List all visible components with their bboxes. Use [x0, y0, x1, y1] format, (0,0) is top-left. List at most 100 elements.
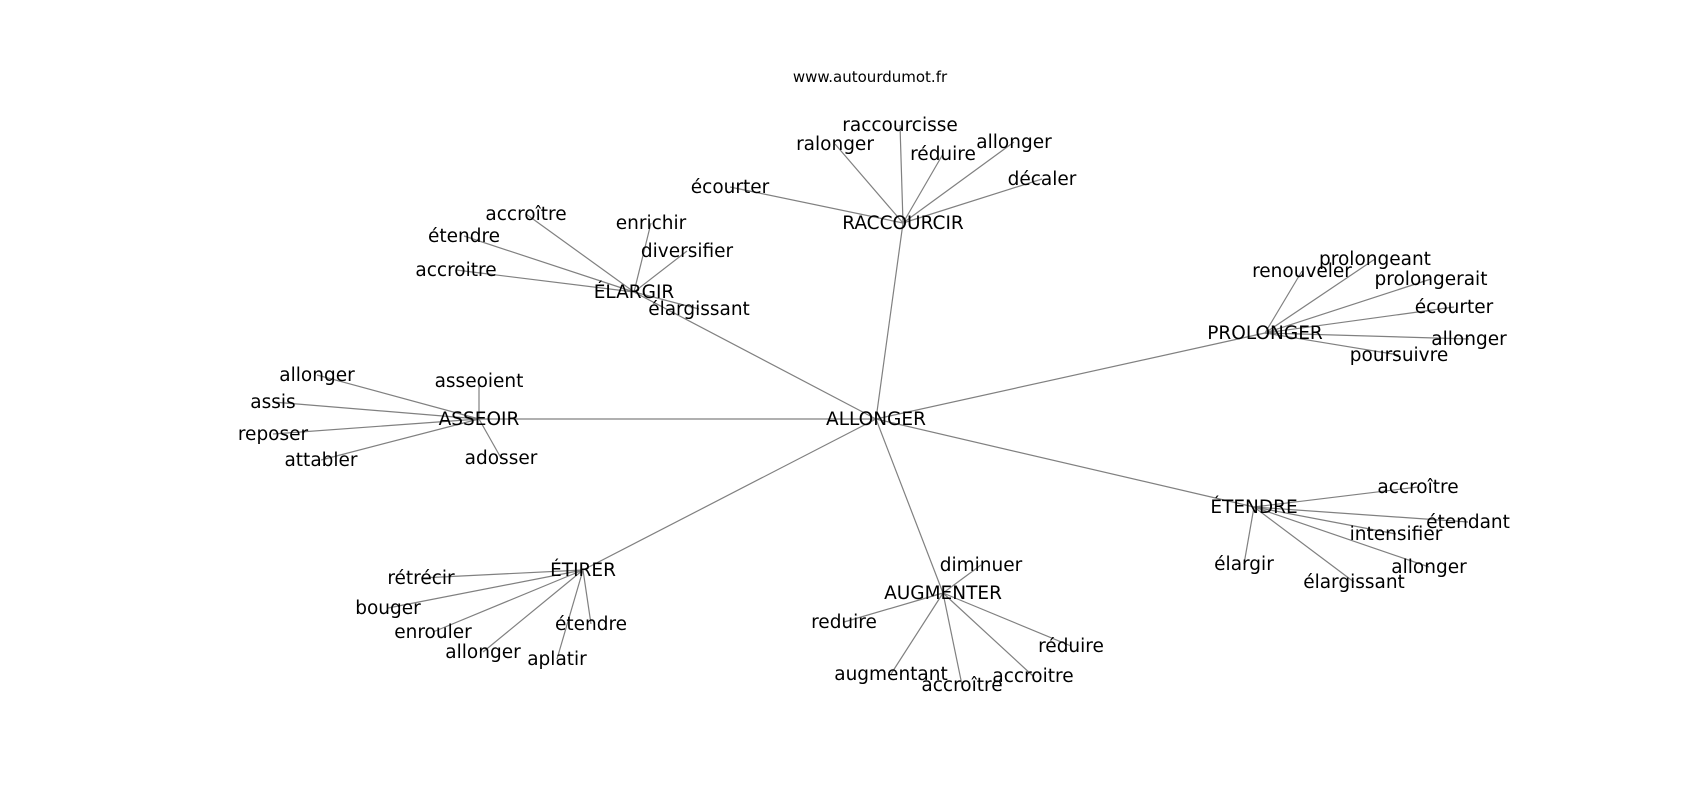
- edge-elargir-accroitre: [525, 213, 635, 293]
- edge-center-etirer: [582, 418, 877, 571]
- edge-elargir-accroitre: [455, 269, 635, 293]
- node-leaf-etendant: étendant: [1426, 512, 1510, 533]
- node-leaf-elargissant: élargissant: [648, 299, 750, 320]
- node-leaf-allonger: allonger: [279, 365, 355, 386]
- node-leaf-intensifier: intensifier: [1350, 524, 1443, 545]
- node-leaf-enrouler: enrouler: [394, 622, 472, 643]
- node-leaf-reduire: réduire: [1038, 636, 1104, 657]
- node-leaf-accroitre: accroitre: [415, 260, 496, 281]
- edge-prolonger-prolongerait: [1264, 278, 1432, 334]
- edge-raccourcir-reduire: [902, 153, 944, 224]
- node-hub-elargir: ÉLARGIR: [594, 281, 675, 303]
- node-leaf-reduire: réduire: [910, 144, 976, 165]
- node-leaf-elargissant: élargissant: [1303, 572, 1405, 593]
- node-leaf-accroitre: accroître: [485, 204, 566, 225]
- node-leaf-bouger: bouger: [355, 598, 421, 619]
- node-leaf-etendre: étendre: [428, 226, 500, 247]
- edge-etirer-aplatir: [556, 569, 584, 660]
- node-leaf-decaler: décaler: [1008, 169, 1077, 190]
- edge-prolonger-ecourter: [1264, 306, 1455, 334]
- edge-raccourcir-ecourter: [729, 186, 904, 224]
- node-leaf-accroitre: accroître: [921, 675, 1002, 696]
- node-leaf-asseoient: asseoient: [435, 371, 524, 392]
- edge-asseoir-reposer: [272, 418, 480, 435]
- node-leaf-attabler: attabler: [284, 450, 357, 471]
- edge-etirer-enrouler: [432, 569, 584, 633]
- edge-etendre-intensifier: [1253, 506, 1397, 535]
- node-center: ALLONGER: [826, 409, 926, 430]
- edge-augmenter-accroitre: [942, 592, 963, 686]
- node-hub-etirer: ÉTIRER: [550, 559, 616, 581]
- edge-elargir-elargissant: [633, 291, 700, 310]
- node-leaf-diversifier: diversifier: [641, 241, 734, 262]
- edge-etendre-etendant: [1253, 506, 1469, 523]
- edge-center-elargir: [633, 291, 877, 420]
- node-leaf-poursuivre: poursuivre: [1350, 345, 1448, 366]
- node-leaf-reduire: reduire: [811, 612, 877, 633]
- source-url: www.autourdumot.fr: [793, 68, 948, 86]
- node-leaf-allonger: allonger: [1391, 557, 1467, 578]
- edge-etendre-elargissant: [1253, 506, 1355, 583]
- edge-raccourcir-decaler: [902, 178, 1043, 224]
- node-leaf-augmentant: augmentant: [834, 664, 948, 685]
- node-leaf-reposer: reposer: [238, 424, 309, 445]
- node-leaf-allonger: allonger: [1431, 329, 1507, 350]
- node-leaf-accroitre: accroître: [1377, 477, 1458, 498]
- node-leaf-raccourcisse: raccourcisse: [842, 115, 958, 136]
- edge-raccourcir-allonger: [902, 141, 1015, 224]
- node-leaf-diminuer: diminuer: [940, 555, 1023, 576]
- node-leaf-assis: assis: [250, 392, 295, 413]
- edge-elargir-diversifier: [633, 250, 688, 293]
- edge-center-etendre: [875, 418, 1255, 508]
- node-hub-prolonger: PROLONGER: [1207, 323, 1323, 344]
- node-leaf-retrecir: rétrécir: [387, 568, 455, 589]
- edge-center-raccourcir: [875, 222, 904, 420]
- node-hub-augmenter: AUGMENTER: [884, 583, 1002, 604]
- edge-asseoir-assis: [272, 401, 480, 420]
- edge-prolonger-poursuivre: [1264, 332, 1400, 356]
- edge-augmenter-reduire: [843, 592, 944, 623]
- edge-etendre-elargir: [1243, 506, 1255, 565]
- node-leaf-etendre: étendre: [555, 614, 627, 635]
- node-hub-etendre: ÉTENDRE: [1210, 496, 1297, 518]
- node-leaf-prolongerait: prolongerait: [1375, 269, 1488, 290]
- node-leaf-accroitre: accroitre: [992, 666, 1073, 687]
- edge-augmenter-augmentant: [890, 592, 944, 675]
- node-leaf-enrichir: enrichir: [616, 213, 687, 234]
- node-leaf-ecourter: écourter: [1415, 297, 1494, 318]
- edge-asseoir-attabler: [320, 418, 480, 461]
- edge-augmenter-reduire: [942, 592, 1072, 647]
- node-leaf-allonger: allonger: [976, 132, 1052, 153]
- edge-augmenter-diminuer: [942, 564, 982, 594]
- node-leaf-ralonger: ralonger: [796, 134, 874, 155]
- node-leaf-adosser: adosser: [465, 448, 538, 469]
- edge-etendre-accroitre: [1253, 486, 1419, 508]
- edge-etirer-bouger: [387, 569, 584, 609]
- graph-edges: [272, 124, 1470, 686]
- node-leaf-prolongeant: prolongeant: [1319, 249, 1431, 270]
- edge-raccourcir-ralonger: [834, 143, 904, 224]
- node-leaf-aplatir: aplatir: [527, 649, 587, 670]
- node-hub-raccourcir: RACCOURCIR: [842, 213, 964, 234]
- edge-etirer-allonger: [482, 569, 584, 653]
- edge-raccourcir-raccourcisse: [899, 124, 904, 224]
- node-leaf-allonger: allonger: [445, 642, 521, 663]
- edge-prolonger-prolongeant: [1264, 258, 1376, 334]
- edge-asseoir-adosser: [478, 418, 502, 459]
- edge-etendre-allonger: [1253, 506, 1430, 568]
- edge-asseoir-allonger: [316, 374, 480, 420]
- node-hub-asseoir: ASSEOIR: [439, 409, 520, 430]
- node-leaf-elargir: élargir: [1214, 554, 1274, 575]
- edge-center-prolonger: [875, 332, 1266, 420]
- edge-elargir-enrichir: [633, 222, 652, 293]
- node-leaf-renouveler: renouveler: [1252, 261, 1352, 282]
- edge-etirer-etendre: [582, 569, 592, 625]
- edge-prolonger-allonger: [1264, 332, 1470, 340]
- edge-elargir-etendre: [463, 235, 635, 293]
- edge-etirer-retrecir: [420, 569, 584, 579]
- node-leaf-ecourter: écourter: [691, 177, 770, 198]
- edge-augmenter-accroitre: [942, 592, 1034, 677]
- edge-prolonger-renouveler: [1264, 270, 1303, 334]
